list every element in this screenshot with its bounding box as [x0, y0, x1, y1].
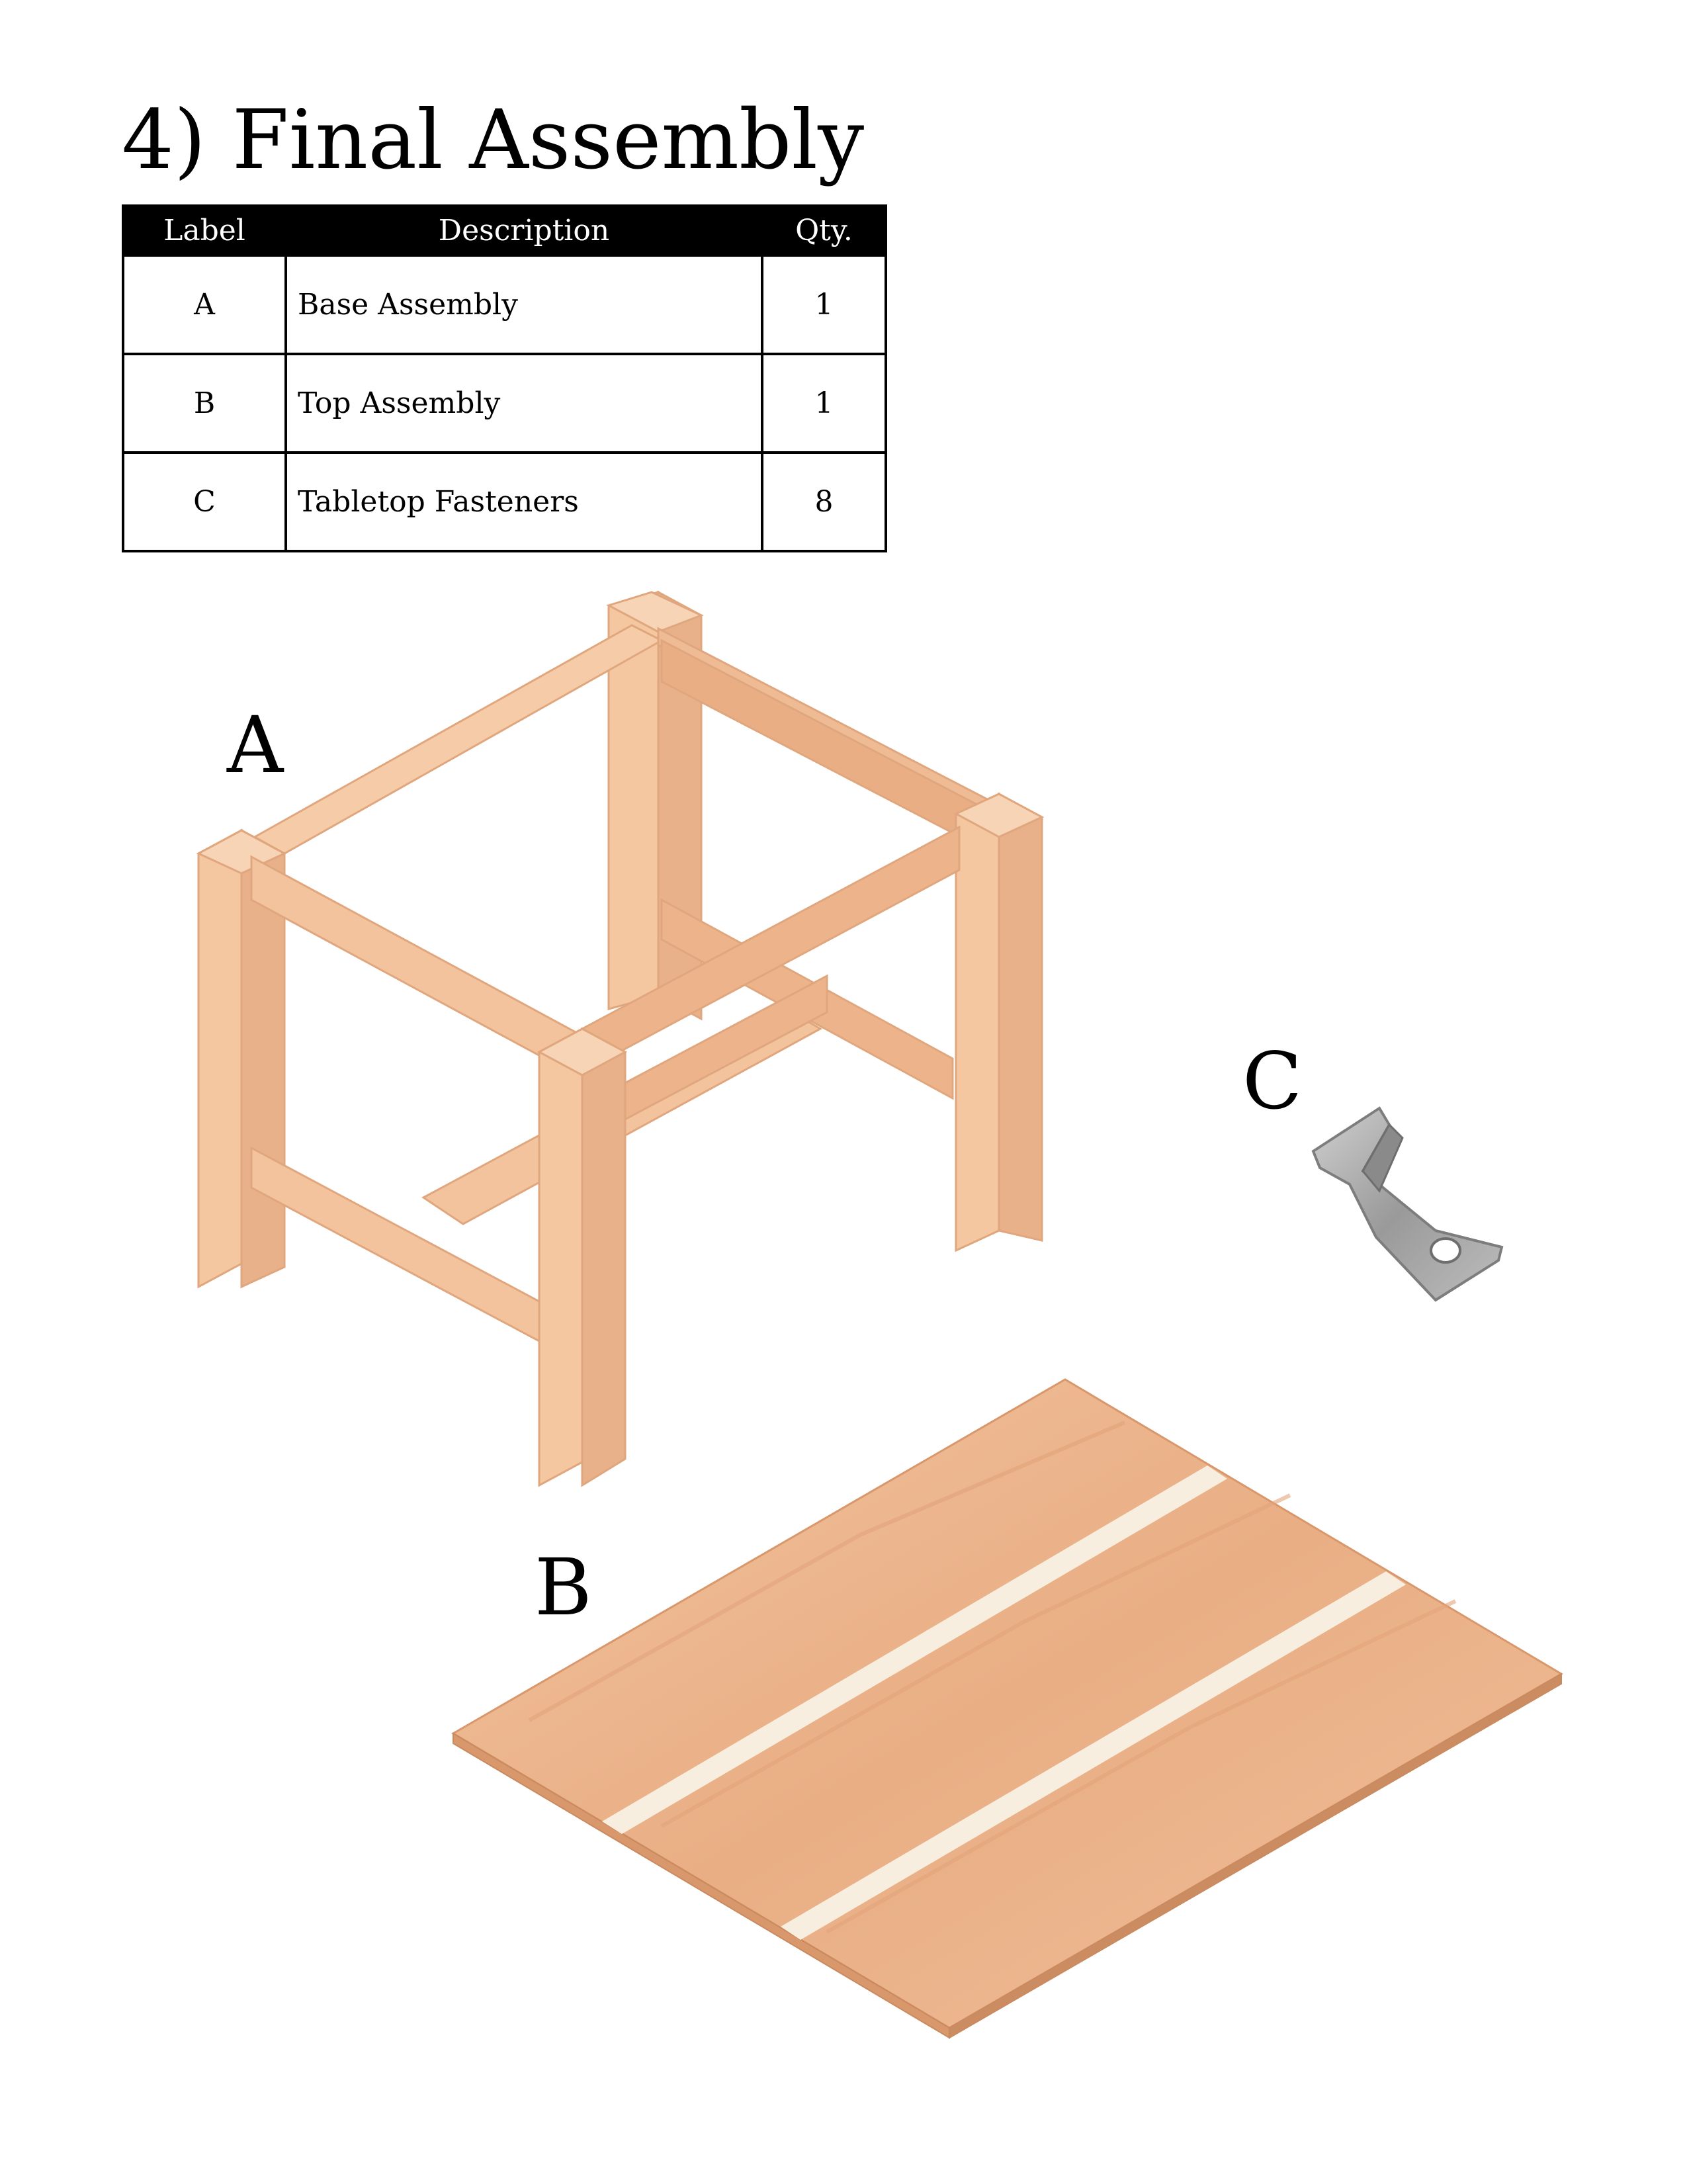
row-label: C [122, 451, 287, 552]
figure-label-a: A [227, 699, 284, 791]
header-label: Label [122, 204, 287, 257]
table-header-row: Label Description Qty. [122, 204, 887, 257]
header-qty: Qty. [761, 204, 887, 257]
row-label: A [122, 254, 287, 355]
row-description: Tabletop Fasteners [284, 451, 763, 552]
row-qty: 8 [761, 451, 887, 552]
figure-label-c: C [1242, 1035, 1303, 1127]
base-assembly-drawing [196, 590, 1045, 1487]
table-row: A Base Assembly 1 [122, 254, 887, 355]
top-assembly-drawing [451, 1378, 1563, 2039]
fastener-drawing [1311, 1106, 1504, 1302]
fastener-hole [1430, 1237, 1461, 1264]
row-qty: 1 [761, 254, 887, 355]
top-rail-front-left [250, 855, 577, 1077]
header-description: Description [284, 204, 763, 257]
right-leg [953, 792, 1045, 1252]
parts-table: Label Description Qty. A Base Assembly 1… [122, 204, 887, 552]
row-description: Base Assembly [284, 254, 763, 355]
top-rail-back-right-face [660, 638, 994, 855]
row-label: B [122, 353, 287, 454]
top-rail-back-left [252, 624, 664, 855]
front-leg [537, 1027, 628, 1487]
tabletop-stripe [781, 1571, 1406, 1940]
tabletop-stripe [602, 1465, 1227, 1834]
page-title: 4) Final Assembly [122, 93, 865, 188]
table-row: C Tabletop Fasteners 8 [122, 451, 887, 552]
row-description: Top Assembly [284, 353, 763, 454]
row-qty: 1 [761, 353, 887, 454]
figure-label-b: B [535, 1542, 592, 1633]
table-row: B Top Assembly 1 [122, 353, 887, 454]
